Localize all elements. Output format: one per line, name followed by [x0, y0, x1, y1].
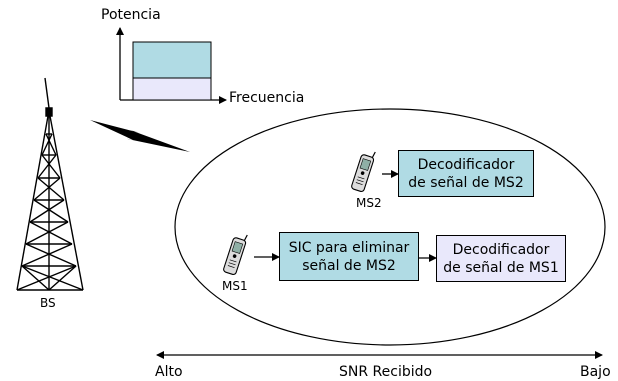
- frequency-axis-label: Frecuencia: [229, 90, 305, 106]
- sic-line1: SIC para eliminar: [288, 239, 410, 256]
- ms1-power-band: [132, 77, 212, 101]
- ms1-phone-icon: [223, 234, 248, 276]
- snr-high-label: Alto: [155, 364, 183, 380]
- ms2-decoder-line2: de señal de MS2: [408, 174, 524, 191]
- ms2-decoder-box: Decodificador de señal de MS2: [398, 150, 534, 197]
- ms1-decoder-box: Decodificador de señal de MS1: [436, 235, 566, 282]
- power-axis-label: Potencia: [101, 7, 161, 23]
- base-station-tower-icon: [16, 77, 84, 291]
- snr-axis-title: SNR Recibido: [339, 364, 433, 380]
- ms2-phone-icon: [351, 151, 376, 193]
- spectrum-plot: [116, 27, 227, 104]
- ms2-label: MS2: [356, 196, 382, 210]
- ms2-decoder-line1: Decodificador: [417, 156, 515, 173]
- sic-line2: señal de MS2: [302, 257, 396, 274]
- base-station-label: BS: [40, 296, 56, 310]
- snr-low-label: Bajo: [580, 364, 611, 380]
- ms1-decoder-line1: Decodificador: [452, 241, 550, 258]
- wireless-link-bolt-icon: [90, 120, 190, 152]
- ms1-label: MS1: [222, 279, 248, 293]
- ms1-decoder-line2: de señal de MS1: [443, 259, 559, 276]
- sic-box: SIC para eliminar señal de MS2: [279, 232, 419, 281]
- cell-coverage-ellipse: [174, 108, 606, 346]
- ms2-power-band: [132, 41, 212, 79]
